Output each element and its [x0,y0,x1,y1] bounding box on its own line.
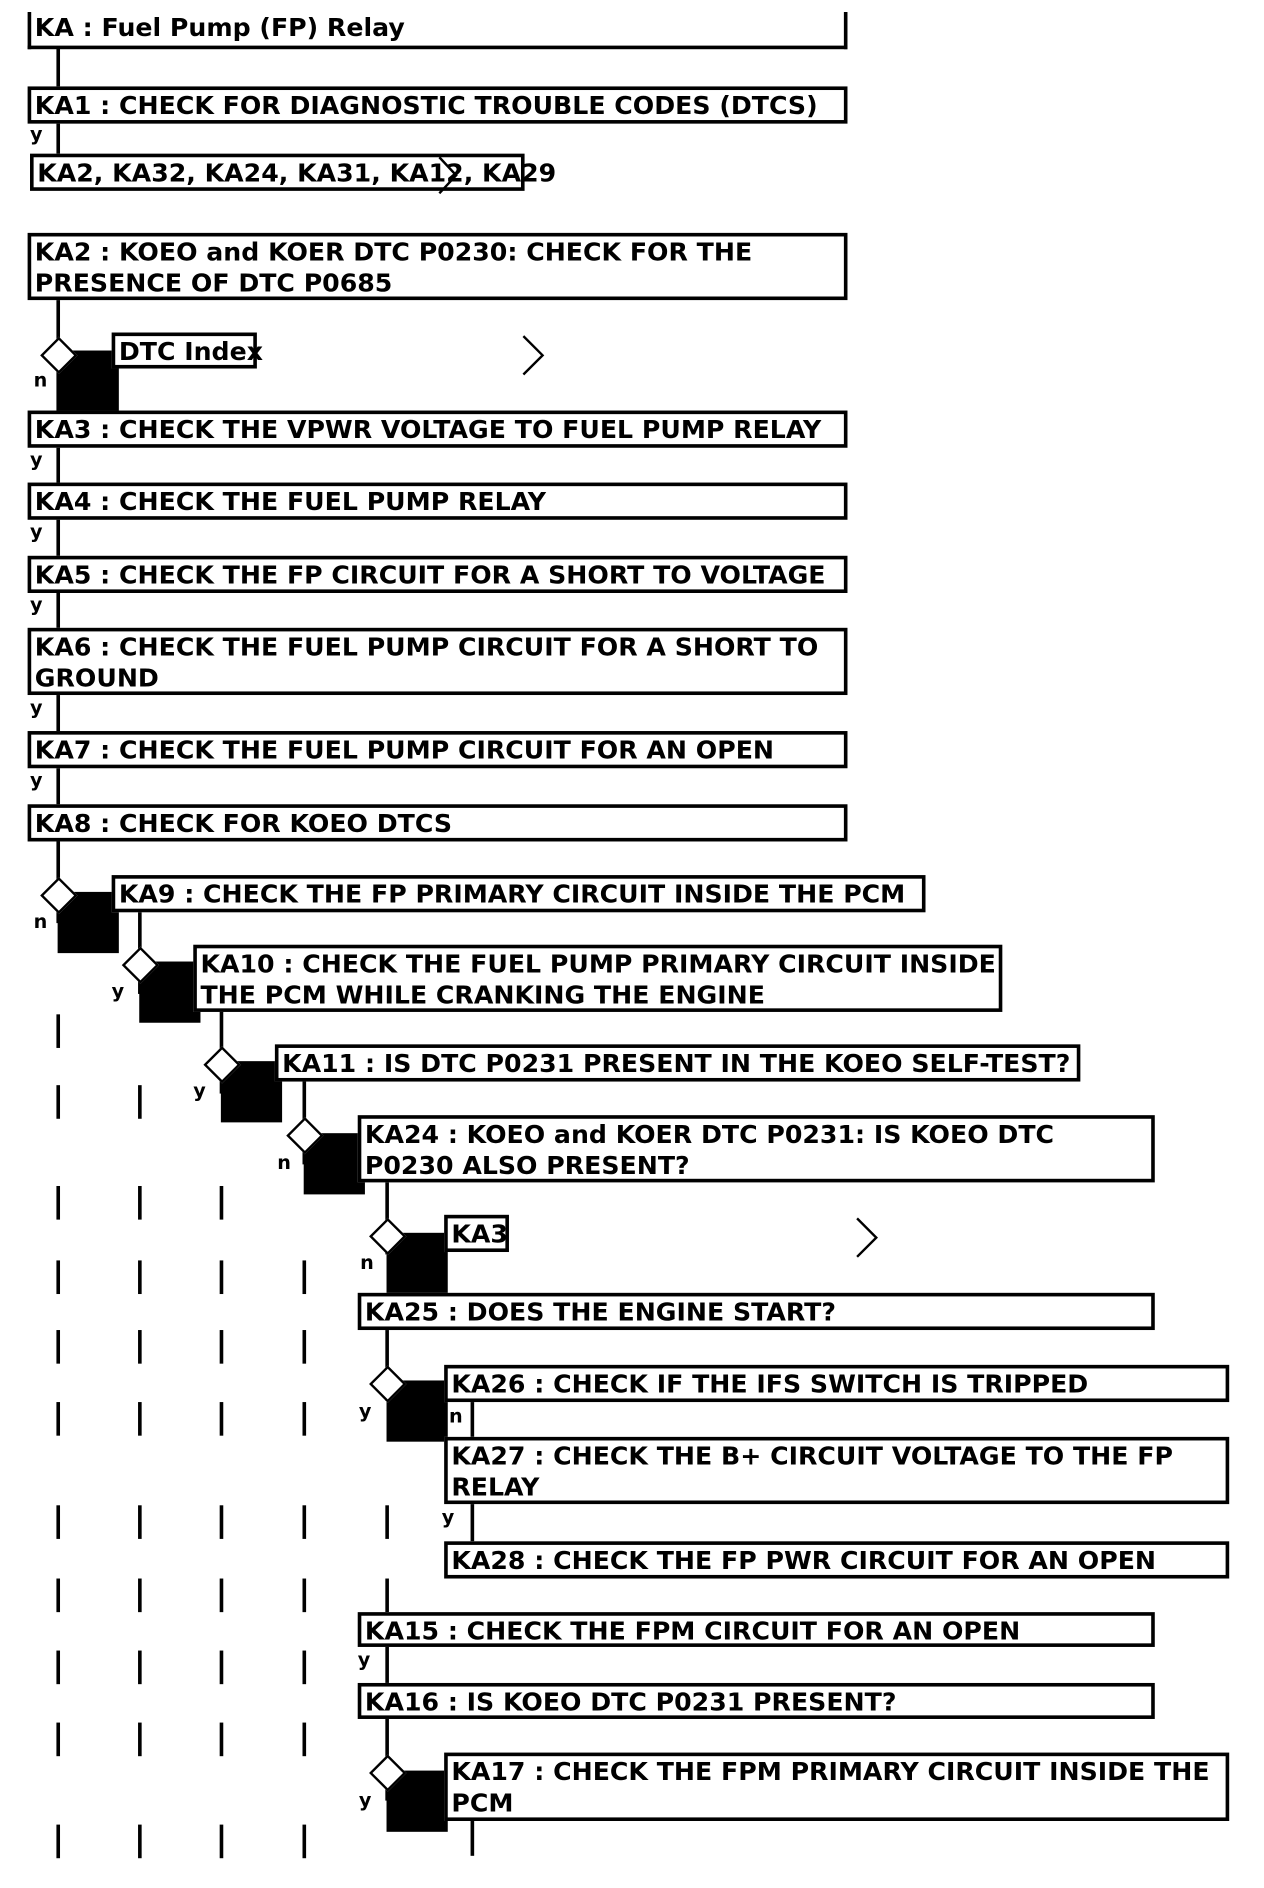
continuation-tick [219,1824,224,1859]
step-ka1[interactable]: KA1 : CHECK FOR DIAGNOSTIC TROUBLE CODES… [27,86,848,124]
step-ka16[interactable]: KA16 : IS KOEO DTC P0231 PRESENT? [357,1682,1155,1719]
continuation-tick [138,1085,142,1119]
branch-label-yes: y [358,1399,372,1423]
continuation-tick [138,1260,142,1295]
step-ka28[interactable]: KA28 : CHECK THE FP PWR CIRCUIT FOR AN O… [444,1541,1230,1579]
chevron-right-icon [856,1217,878,1258]
continuation-tick [219,1578,224,1613]
step-ka26[interactable]: KA26 : CHECK IF THE IFS SWITCH IS TRIPPE… [444,1364,1230,1403]
continuation-tick [302,1722,307,1757]
continuation-tick [385,1505,389,1539]
continuation-tick [219,1650,224,1685]
branch-label-yes: y [193,1079,206,1102]
branch-label-yes: y [358,1788,372,1812]
branch-label-yes: y [30,447,43,471]
step-ka11[interactable]: KA11 : IS DTC P0231 PRESENT IN THE KOEO … [274,1044,1081,1082]
continuation-tick [56,1085,61,1119]
continuation-tick [302,1578,307,1613]
connector-line [470,1502,475,1542]
continuation-tick [56,1014,61,1048]
connector-line [470,1819,475,1856]
continuation-tick [385,1578,389,1613]
branch-label-no: n [448,1404,463,1428]
step-ka7[interactable]: KA7 : CHECK THE FUEL PUMP CIRCUIT FOR AN… [27,731,848,769]
step-ka3[interactable]: KA3 : CHECK THE VPWR VOLTAGE TO FUEL PUM… [27,410,848,448]
continuation-tick [56,1260,61,1295]
continuation-tick [219,1402,224,1436]
continuation-tick [138,1824,142,1859]
continuation-tick [302,1402,307,1436]
continuation-tick [138,1185,142,1220]
connector-line [56,444,61,483]
continuation-tick [219,1722,224,1757]
continuation-tick [56,1722,61,1757]
continuation-tick [138,1505,142,1539]
branch-label-no: n [33,909,48,933]
connector-line [56,693,61,733]
step-ka8[interactable]: KA8 : CHECK FOR KOEO DTCS [27,804,848,842]
continuation-tick [138,1650,142,1685]
connector-line [56,518,61,557]
continuation-tick [302,1330,307,1364]
chart-title: KA : Fuel Pump (FP) Relay [27,12,848,50]
connector-line [56,590,61,630]
continuation-tick [138,1578,142,1613]
continuation-tick [56,1330,61,1364]
continuation-tick [219,1330,224,1364]
continuation-tick [56,1505,61,1539]
dtc-index-link[interactable]: DTC Index [111,332,263,369]
branch-label-yes: y [357,1648,371,1671]
continuation-tick [219,1505,224,1539]
continuation-tick [302,1824,307,1859]
branch-label-no: n [277,1151,291,1174]
branch-label-yes: y [30,768,43,792]
ka3-link[interactable]: KA3 [444,1214,509,1253]
continuation-tick [138,1330,142,1364]
continuation-tick [302,1650,307,1685]
connector-line [56,48,61,87]
branch-label-yes: y [30,519,43,543]
connector-line [385,1328,389,1401]
continuation-tick [56,1650,61,1685]
step-ka4[interactable]: KA4 : CHECK THE FUEL PUMP RELAY [27,482,848,520]
chevron-right-icon [522,335,545,376]
branch-label-yes: y [30,592,43,616]
step-ka10[interactable]: KA10 : CHECK THE FUEL PUMP PRIMARY CIRCU… [193,944,1003,1012]
branch-label-no: n [360,1250,374,1274]
connector-line [470,1398,475,1437]
branch-label-no: n [33,368,48,392]
continuation-tick [219,1260,224,1295]
step-ka25[interactable]: KA25 : DOES THE ENGINE START? [357,1292,1155,1331]
connector-line [56,767,61,806]
continuation-tick [302,1260,307,1295]
step-ka9[interactable]: KA9 : CHECK THE FP PRIMARY CIRCUIT INSID… [111,875,926,913]
branch-label-yes: y [30,122,43,146]
step-ka17[interactable]: KA17 : CHECK THE FPM PRIMARY CIRCUIT INS… [444,1752,1230,1822]
continuation-tick [56,1185,61,1220]
branch-label-yes: y [30,696,43,720]
continuation-tick [219,1185,224,1220]
continuation-tick [138,1402,142,1436]
connector-line [56,122,61,154]
continuation-tick [302,1505,307,1539]
step-ka6[interactable]: KA6 : CHECK THE FUEL PUMP CIRCUIT FOR A … [27,627,848,696]
step-ka27[interactable]: KA27 : CHECK THE B+ CIRCUIT VOLTAGE TO T… [444,1436,1230,1505]
continuation-tick [56,1402,61,1436]
continuation-tick [56,1578,61,1613]
continuation-tick [56,1824,61,1859]
step-ka5[interactable]: KA5 : CHECK THE FP CIRCUIT FOR A SHORT T… [27,555,848,593]
continuation-tick [138,1722,142,1757]
step-ka15[interactable]: KA15 : CHECK THE FPM CIRCUIT FOR AN OPEN [357,1612,1155,1647]
step-ka24[interactable]: KA24 : KOEO and KOER DTC P0231: IS KOEO … [357,1115,1155,1183]
branch-label-yes: y [441,1505,455,1529]
branch-label-yes: y [111,979,125,1003]
chevron-right-icon [438,156,458,195]
connector-line [385,1644,389,1683]
step-ka2[interactable]: KA2 : KOEO and KOER DTC P0230: CHECK FOR… [27,232,848,301]
